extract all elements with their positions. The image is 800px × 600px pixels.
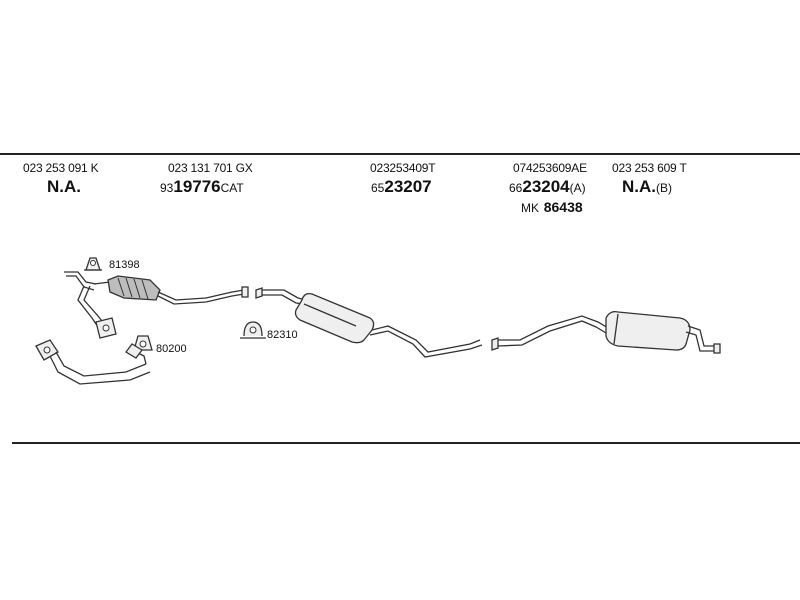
fitting-label-80200: 80200 bbox=[156, 343, 187, 355]
code-suffix: CAT bbox=[220, 181, 244, 195]
part-code-4: 6623204(A) bbox=[509, 178, 586, 195]
bottom-rule bbox=[12, 442, 800, 444]
mounting-kit-code: MK 86438 bbox=[521, 198, 583, 215]
code-main: 19776 bbox=[173, 177, 221, 196]
fitting-label-82310: 82310 bbox=[267, 329, 298, 341]
catalytic-converter bbox=[93, 275, 249, 305]
code-main: N.A. bbox=[622, 177, 656, 196]
oem-number-3: 023253409T bbox=[370, 161, 436, 175]
clamp-icon bbox=[240, 321, 266, 339]
gasket-icon bbox=[84, 257, 102, 271]
code-main: 23207 bbox=[384, 177, 432, 196]
middle-silencer bbox=[255, 287, 483, 358]
code-prefix: 93 bbox=[160, 181, 174, 195]
oem-number-4: 074253609AE bbox=[513, 161, 587, 175]
code-suffix: (B) bbox=[656, 181, 672, 195]
oem-number-2: 023 131 701 GX bbox=[168, 161, 253, 175]
part-code-1: N.A. bbox=[47, 178, 81, 195]
mk-number: 86438 bbox=[543, 199, 583, 215]
oem-number-1: 023 253 091 K bbox=[23, 161, 99, 175]
code-prefix: 66 bbox=[509, 181, 523, 195]
front-pipe-assembly bbox=[35, 271, 151, 385]
code-main: N.A. bbox=[47, 177, 81, 196]
part-code-3: 6523207 bbox=[371, 178, 432, 195]
code-main: 23204 bbox=[522, 177, 570, 196]
fitting-label-81398: 81398 bbox=[109, 259, 140, 271]
code-prefix: 65 bbox=[371, 181, 385, 195]
flange-gasket-icon bbox=[133, 335, 153, 351]
oem-number-5: 023 253 609 T bbox=[612, 161, 687, 175]
top-rule bbox=[0, 153, 800, 155]
part-code-5: N.A.(B) bbox=[622, 178, 672, 195]
part-code-2: 9319776CAT bbox=[160, 178, 244, 195]
mk-prefix: MK bbox=[521, 201, 539, 215]
rear-silencer bbox=[491, 310, 721, 354]
code-suffix: (A) bbox=[569, 181, 586, 195]
